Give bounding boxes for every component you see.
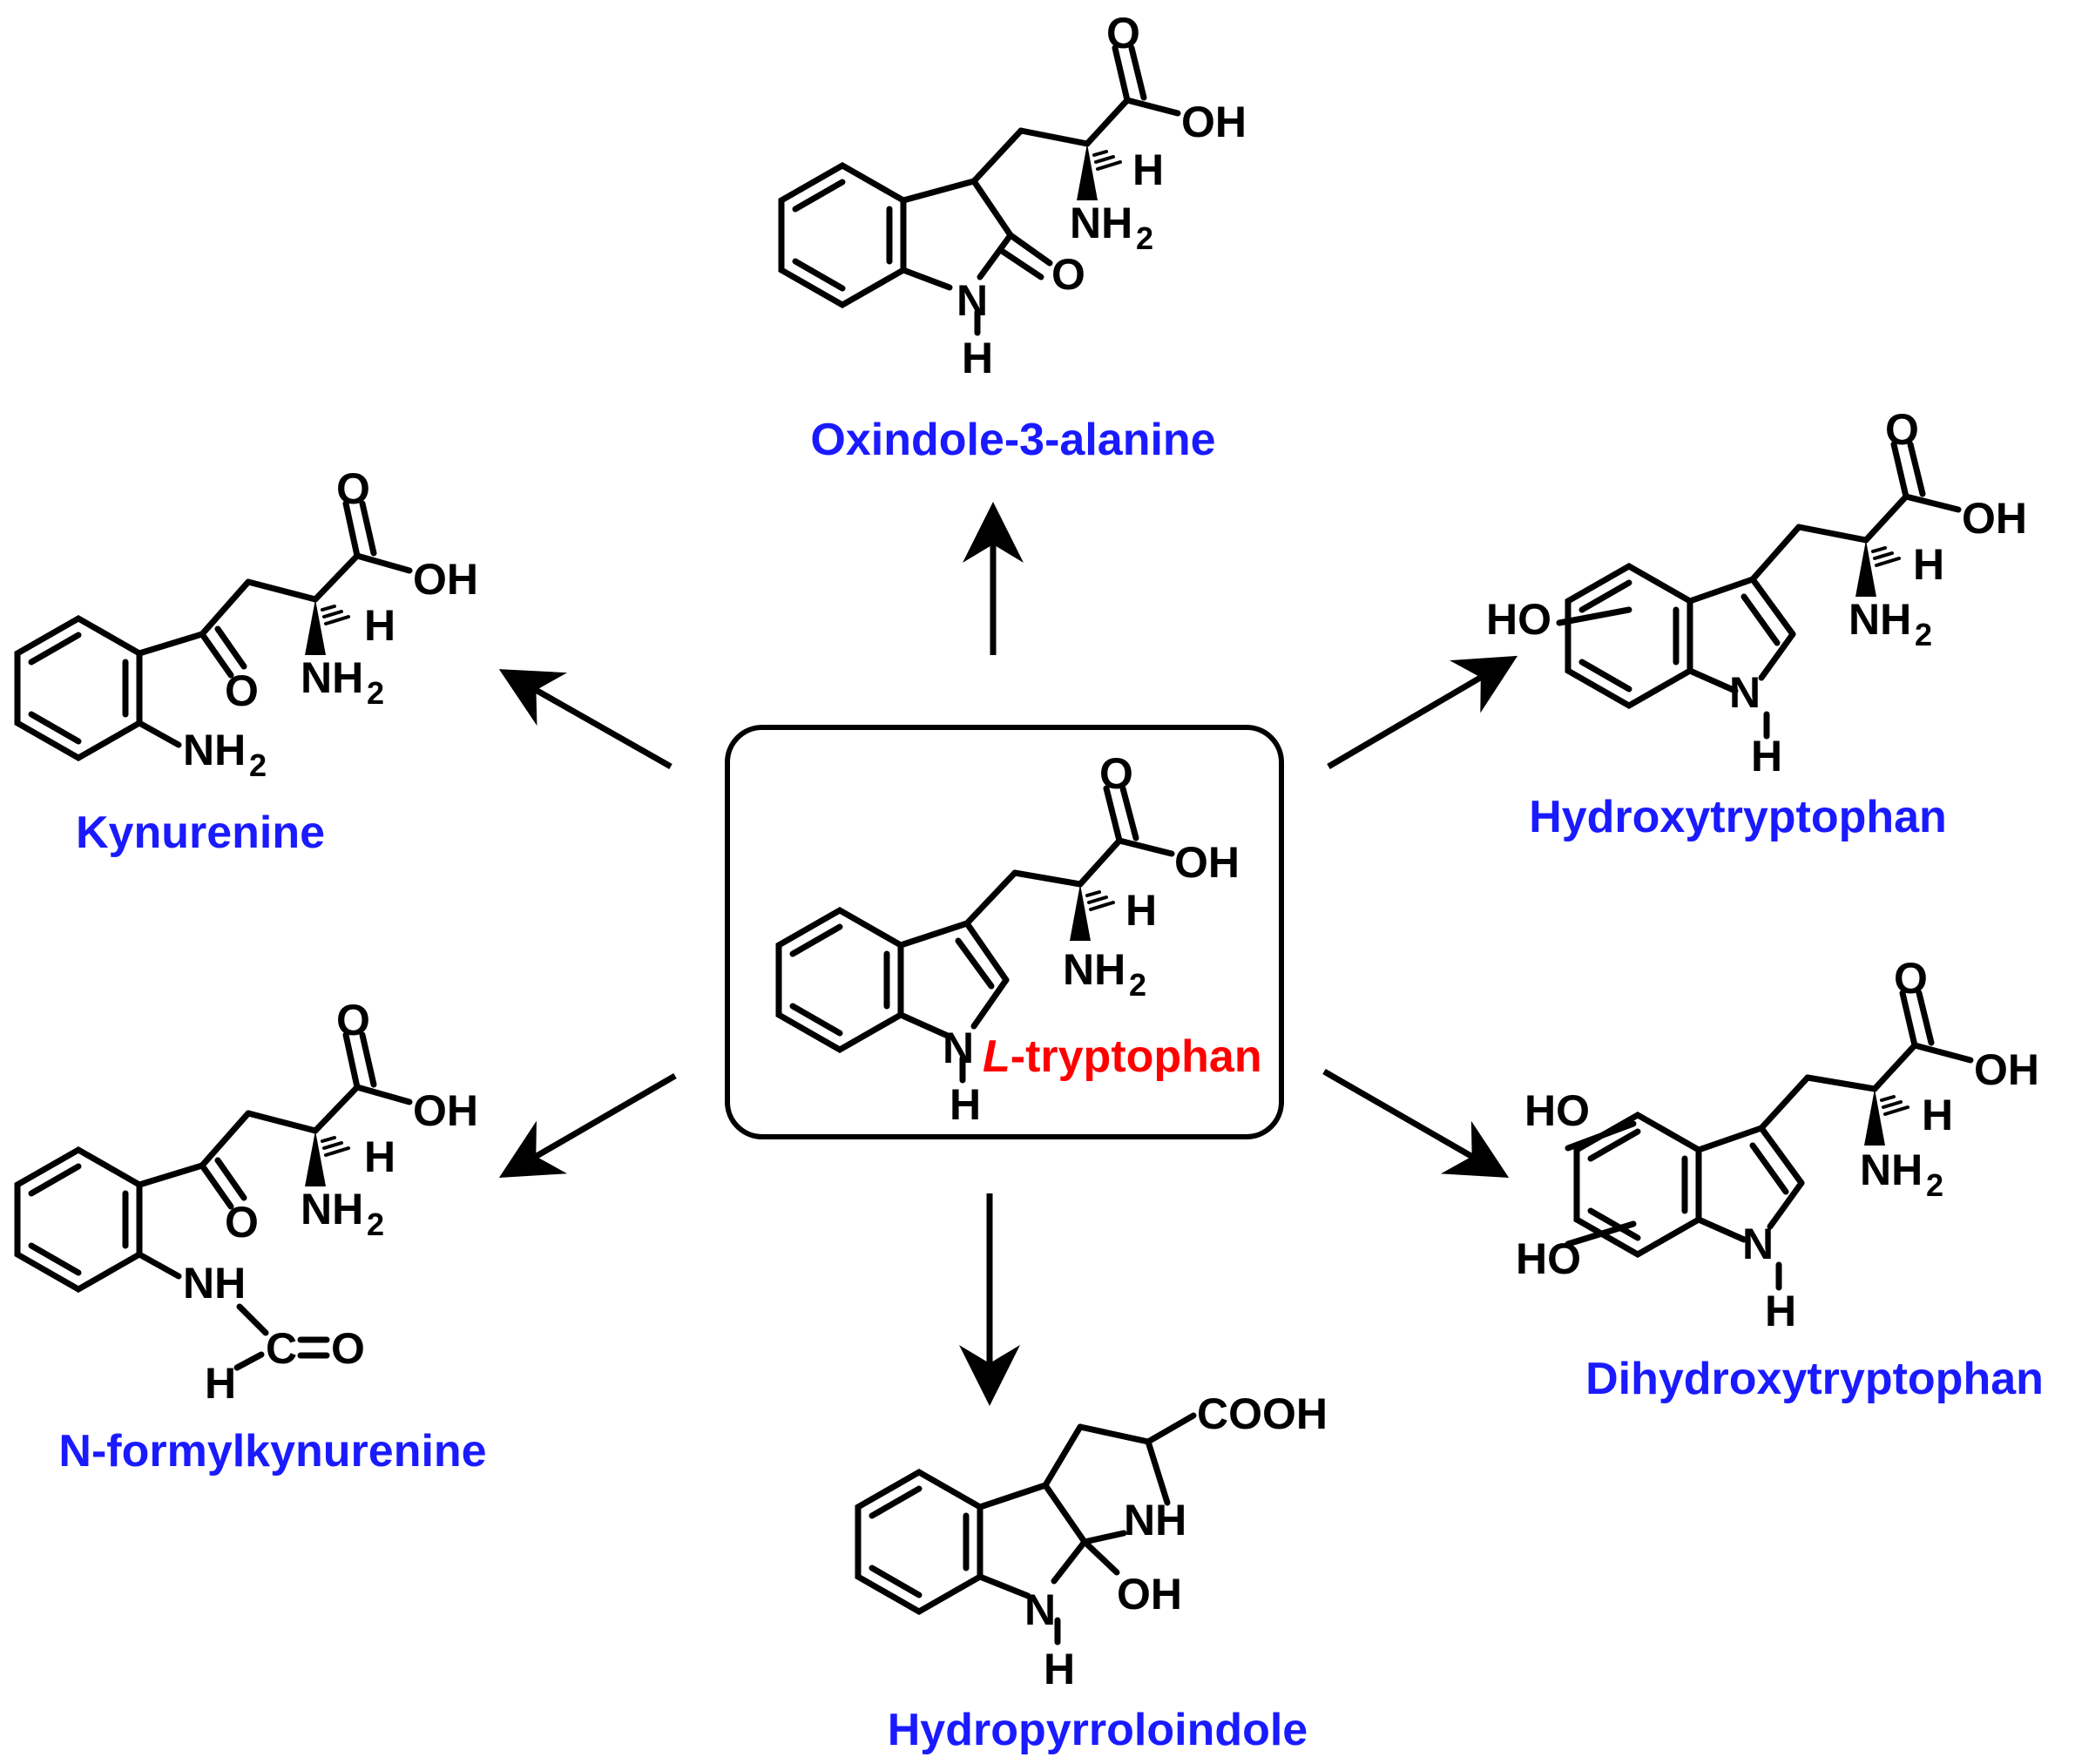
oxindole-oh: OH bbox=[1181, 98, 1247, 146]
oxindole-nh2-sub: 2 bbox=[1136, 220, 1153, 256]
kynurenine-nh2-sub: 2 bbox=[367, 675, 384, 711]
product-hydropyrroloindole: COOH NH OH N H Hydropyrroloindole bbox=[855, 1389, 1328, 1755]
tryptophan-oh: OH bbox=[1174, 838, 1240, 887]
center-compound-name: L-tryptophan bbox=[983, 1031, 1262, 1082]
arrow-to-nformylkynurenine bbox=[498, 1072, 677, 1179]
hydroxytryptophan-ho: HO bbox=[1486, 595, 1551, 644]
kynurenine-aryl-nh2-sub: 2 bbox=[249, 747, 267, 783]
oxindole-n: N bbox=[956, 276, 988, 325]
kynurenine-alpha-h: H bbox=[364, 601, 395, 650]
oxindole-nh-h: H bbox=[962, 334, 993, 382]
arrow-to-hydroxytryptophan bbox=[1327, 655, 1518, 770]
dihydroxytryptophan-nh-h: H bbox=[1765, 1287, 1796, 1335]
arrow-to-kynurenine bbox=[498, 669, 673, 770]
nformylkynurenine-formyl-o: O bbox=[331, 1324, 365, 1373]
dihydroxytryptophan-alpha-h: H bbox=[1922, 1091, 1953, 1139]
hydroxytryptophan-carbonyl-o: O bbox=[1885, 405, 1919, 454]
product-hydroxytryptophan: HO O OH H NH 2 N H Hydroxytryptophan bbox=[1486, 405, 2027, 842]
nformylkynurenine-oh: OH bbox=[413, 1086, 478, 1135]
kynurenine-aryl-nh2: NH bbox=[183, 726, 246, 774]
dihydroxytryptophan-nh2-sub: 2 bbox=[1926, 1167, 1943, 1203]
dihydroxytryptophan-structure bbox=[1565, 990, 1974, 1291]
tryptophan-nh2-sub: 2 bbox=[1129, 967, 1146, 1003]
oxindole-nh2: NH bbox=[1070, 199, 1132, 247]
nformylkynurenine-name: N-formylkynurenine bbox=[58, 1426, 486, 1477]
hydropyrroloindole-nh-h: H bbox=[1044, 1645, 1075, 1693]
hydroxytryptophan-alpha-h: H bbox=[1913, 540, 1944, 589]
hydropyrroloindole-nh: NH bbox=[1124, 1496, 1186, 1544]
tryptophan-indole-ring bbox=[775, 785, 1175, 1084]
center-box bbox=[725, 725, 1284, 1139]
hydroxytryptophan-name: Hydroxytryptophan bbox=[1529, 792, 1947, 842]
oxindole-carbonyl-o: O bbox=[1106, 9, 1140, 57]
nformylkynurenine-structure bbox=[14, 1031, 413, 1371]
tryptophan-nh-h: H bbox=[950, 1080, 981, 1129]
center-name-suffix: -tryptophan bbox=[1010, 1031, 1262, 1082]
nformylkynurenine-nh: NH bbox=[183, 1259, 246, 1308]
nformylkynurenine-ketone-o: O bbox=[225, 1198, 259, 1247]
arrow-to-dihydroxytryptophan bbox=[1322, 1068, 1510, 1178]
oxindole-structure bbox=[778, 44, 1181, 336]
kynurenine-name: Kynurenine bbox=[76, 808, 325, 858]
kynurenine-oh: OH bbox=[413, 555, 478, 604]
reaction-arrows bbox=[498, 502, 1518, 1406]
dihydroxytryptophan-oh: OH bbox=[1974, 1045, 2039, 1094]
tryptophan-alpha-h: H bbox=[1125, 886, 1157, 935]
oxindole-alpha-h: H bbox=[1132, 145, 1164, 194]
kynurenine-ketone-o: O bbox=[225, 666, 259, 715]
hydropyrroloindole-oh: OH bbox=[1117, 1570, 1182, 1619]
product-kynurenine: O OH H NH 2 O NH 2 Kynurenine bbox=[14, 464, 478, 858]
kynurenine-carbonyl-o: O bbox=[336, 464, 370, 513]
product-dihydroxytryptophan: HO HO O OH H NH 2 N H Dihydroxytryptopha… bbox=[1516, 954, 2044, 1404]
nformylkynurenine-formyl-h: H bbox=[205, 1359, 236, 1408]
hydropyrroloindole-structure bbox=[855, 1412, 1197, 1646]
nformylkynurenine-formyl-c: C bbox=[266, 1324, 297, 1373]
hydropyrroloindole-cooh: COOH bbox=[1197, 1389, 1328, 1438]
hydroxytryptophan-n: N bbox=[1729, 668, 1761, 717]
center-name-prefix: L bbox=[983, 1031, 1010, 1082]
hydroxytryptophan-nh-h: H bbox=[1751, 732, 1782, 781]
center-compound-tryptophan: O OH H NH 2 N H L-tryptophan bbox=[725, 725, 1284, 1139]
product-oxindole-3-alanine: O OH H NH 2 O N H Oxindole-3-alanine bbox=[778, 9, 1247, 465]
dihydroxytryptophan-n: N bbox=[1742, 1220, 1774, 1268]
hydroxytryptophan-nh2-sub: 2 bbox=[1915, 617, 1932, 652]
nformylkynurenine-nh2-sub: 2 bbox=[367, 1206, 384, 1242]
tryptophan-n: N bbox=[943, 1024, 974, 1072]
tryptophan-nh2: NH bbox=[1063, 945, 1125, 994]
oxindole-lactam-o: O bbox=[1051, 250, 1085, 299]
oxindole-name: Oxindole-3-alanine bbox=[810, 415, 1215, 465]
hydroxytryptophan-structure bbox=[1556, 441, 1962, 740]
kynurenine-nh2: NH bbox=[301, 653, 363, 702]
kynurenine-structure bbox=[14, 500, 413, 762]
nformylkynurenine-alpha-h: H bbox=[364, 1132, 395, 1181]
dihydroxytryptophan-nh2: NH bbox=[1860, 1146, 1923, 1194]
nformylkynurenine-nh2: NH bbox=[301, 1185, 363, 1233]
hydroxytryptophan-nh2: NH bbox=[1849, 595, 1911, 644]
tryptophan-carbonyl-o: O bbox=[1099, 749, 1133, 798]
hydroxytryptophan-oh: OH bbox=[1962, 494, 2027, 543]
dihydroxytryptophan-ho-bottom: HO bbox=[1516, 1234, 1581, 1283]
nformylkynurenine-carbonyl-o: O bbox=[336, 996, 370, 1044]
dihydroxytryptophan-carbonyl-o: O bbox=[1894, 954, 1928, 1003]
dihydroxytryptophan-ho-top: HO bbox=[1524, 1086, 1590, 1135]
product-n-formylkynurenine: O OH H NH 2 O NH C O H N-formylkynurenin… bbox=[14, 996, 487, 1477]
hydropyrroloindole-name: Hydropyrroloindole bbox=[888, 1705, 1308, 1755]
hydropyrroloindole-n: N bbox=[1024, 1585, 1056, 1634]
dihydroxytryptophan-name: Dihydroxytryptophan bbox=[1585, 1354, 2044, 1404]
